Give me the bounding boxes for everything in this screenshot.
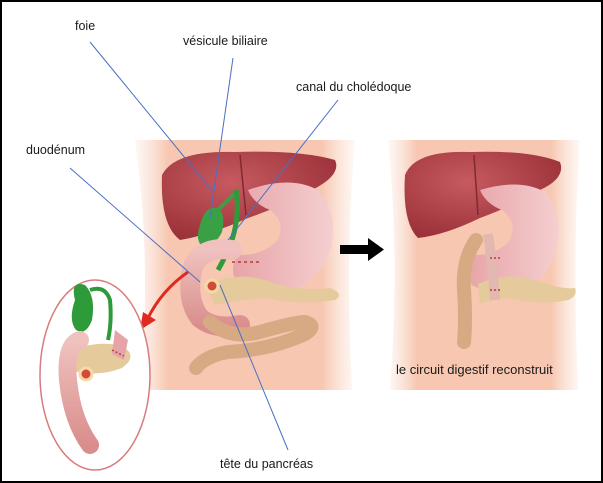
label-foie: foie bbox=[75, 20, 95, 33]
right-torso bbox=[388, 140, 580, 390]
detail-inset bbox=[40, 280, 150, 470]
label-duodenum: duodénum bbox=[26, 144, 85, 157]
label-circuit-reconstruit: le circuit digestif reconstruit bbox=[396, 363, 553, 376]
label-tete-pancreas: tête du pancréas bbox=[220, 458, 313, 471]
label-vesicule-biliaire: vésicule biliaire bbox=[183, 35, 268, 48]
left-torso bbox=[135, 140, 355, 390]
label-canal-choledoque: canal du cholédoque bbox=[296, 81, 411, 94]
